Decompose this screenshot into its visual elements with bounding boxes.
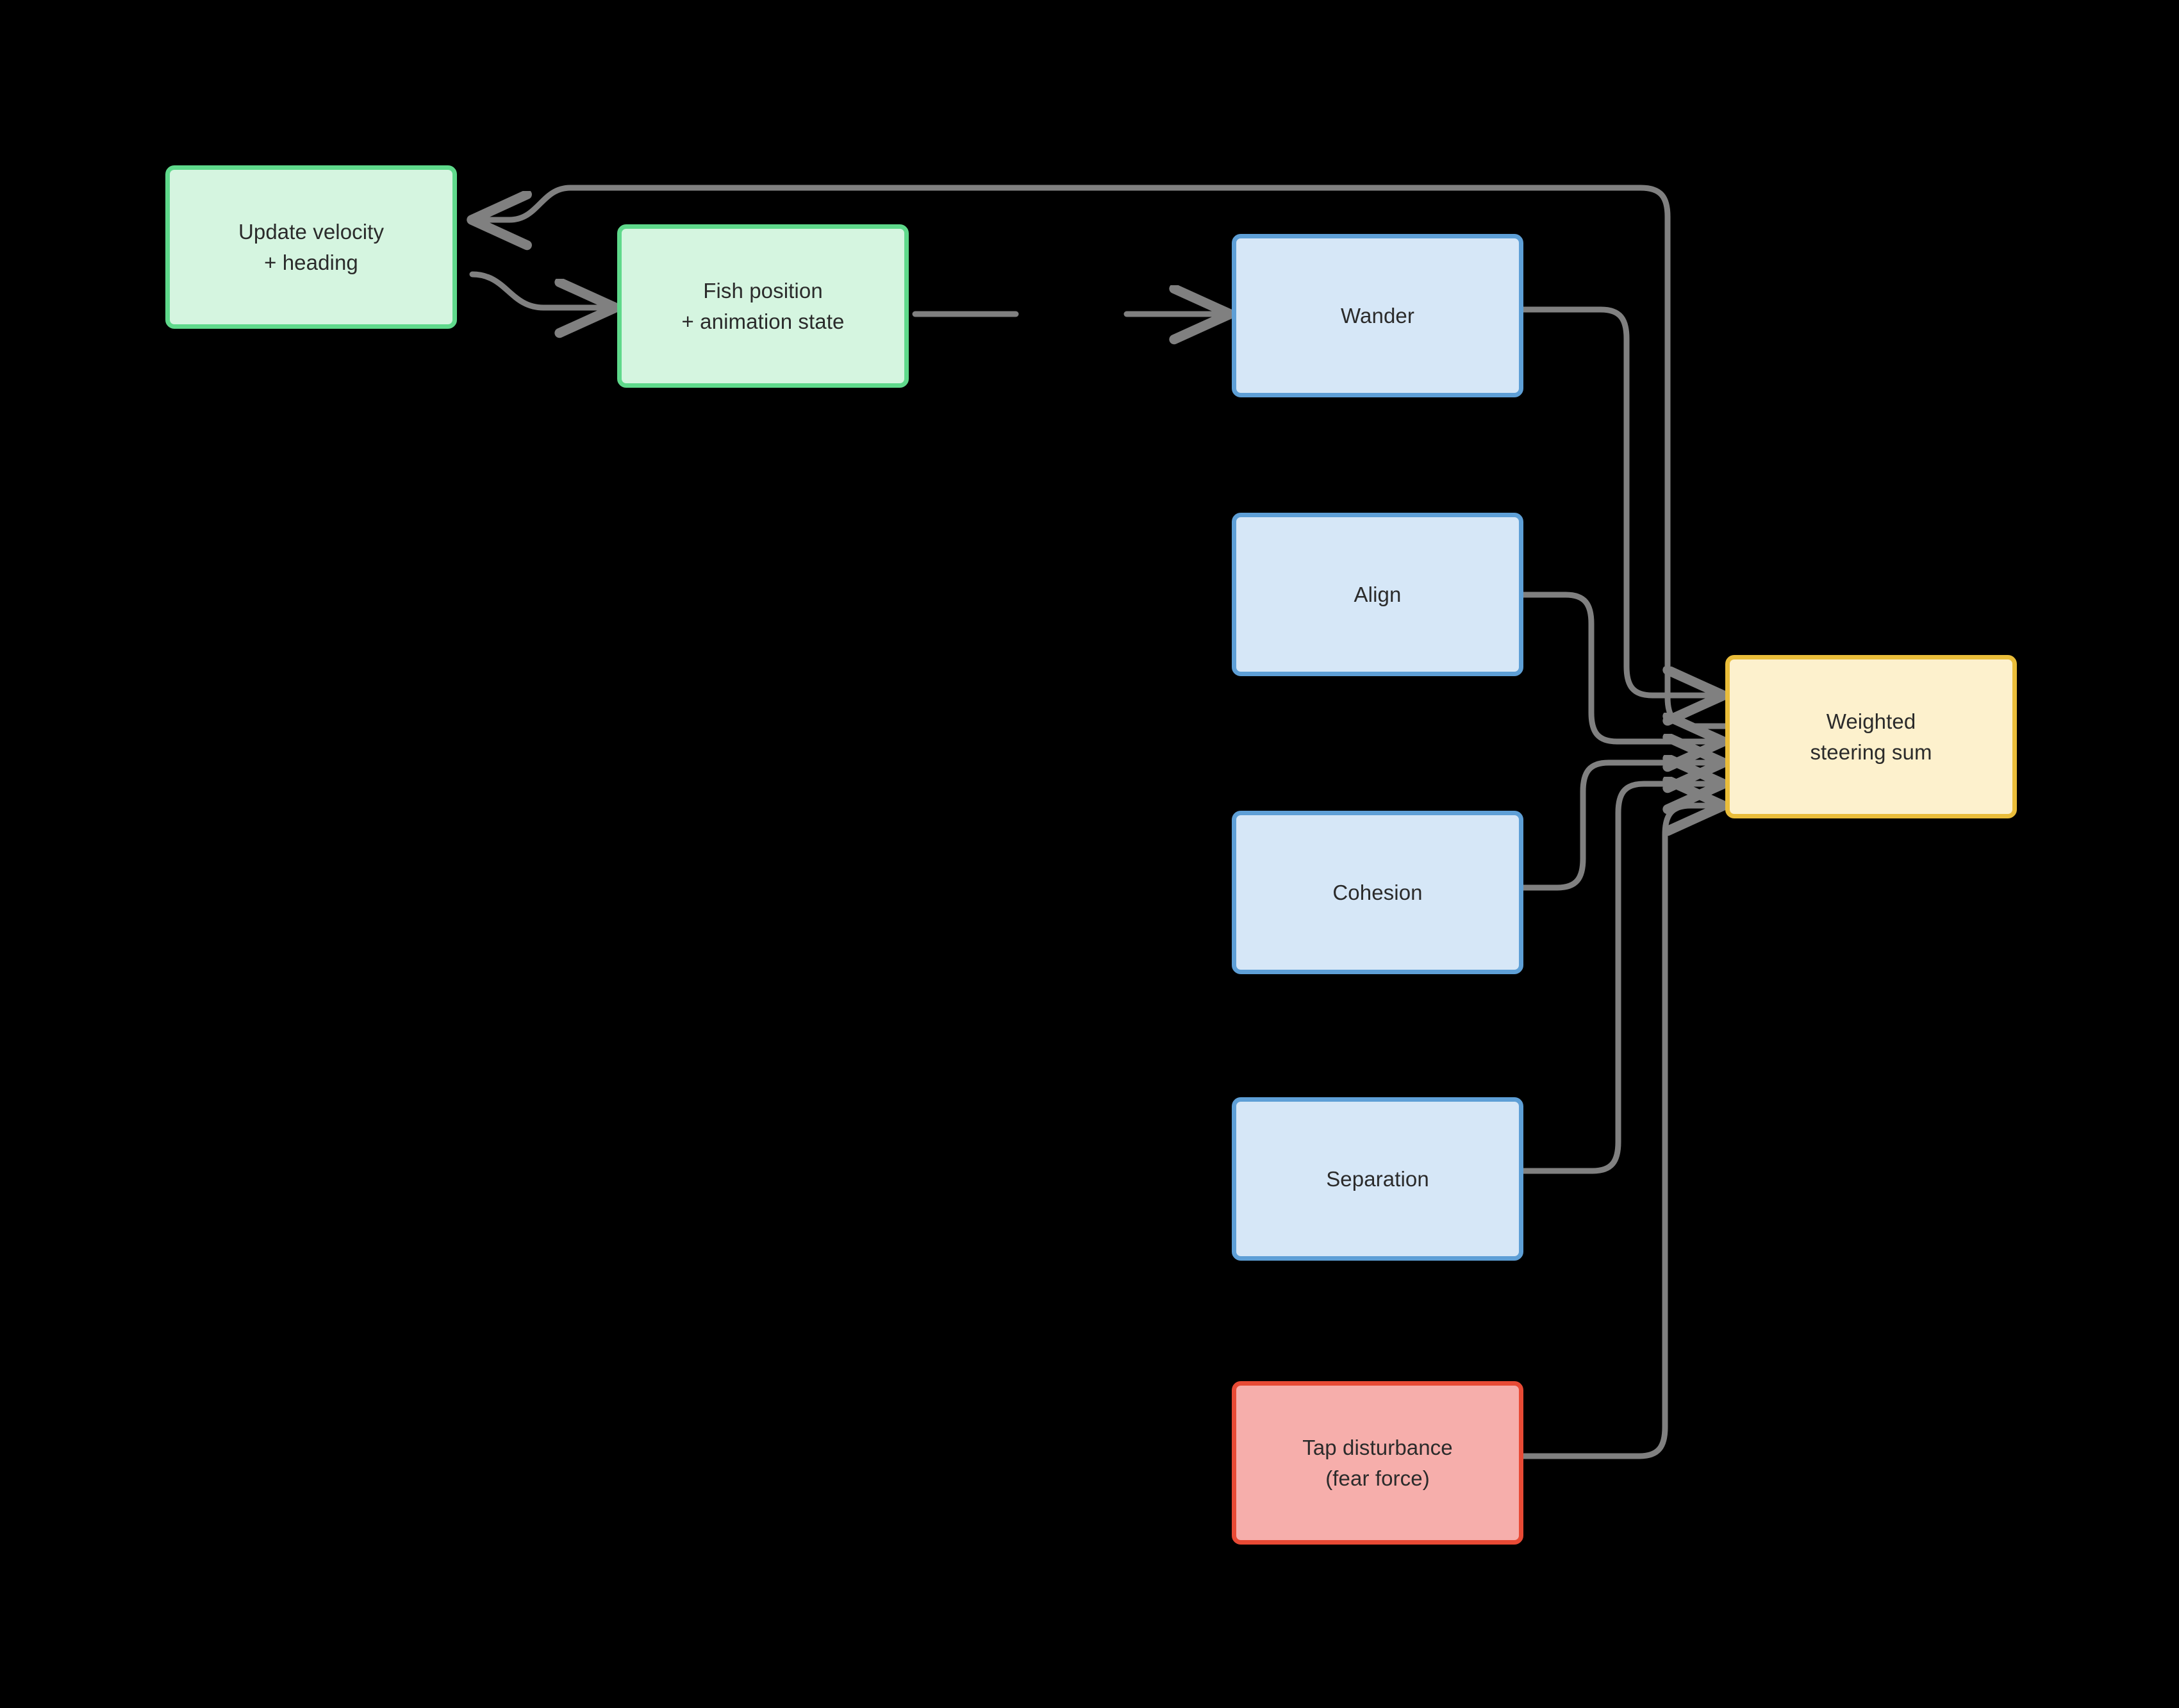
node-tap-disturbance[interactable]: Tap disturbance (fear force) xyxy=(1232,1381,1523,1545)
node-label: Update velocity + heading xyxy=(238,219,385,274)
node-update-velocity[interactable]: Update velocity + heading xyxy=(165,165,457,329)
edge-tap-disturbance-to-weighted-sum xyxy=(1520,806,1725,1459)
edge-wander-to-weighted-sum xyxy=(1520,306,1725,695)
node-align[interactable]: Align xyxy=(1232,513,1523,676)
node-label: Align xyxy=(1354,582,1402,606)
edge-align-to-weighted-sum xyxy=(1520,592,1725,742)
node-weighted-steering-sum[interactable]: Weighted steering sum xyxy=(1725,655,2017,818)
node-label: Separation xyxy=(1326,1166,1429,1191)
node-fish-position[interactable]: Fish position + animation state xyxy=(617,224,909,388)
node-label: Wander xyxy=(1341,303,1414,328)
node-label: Tap disturbance (fear force) xyxy=(1302,1435,1453,1490)
edge-separation-to-weighted-sum xyxy=(1520,784,1725,1174)
node-separation[interactable]: Separation xyxy=(1232,1097,1523,1261)
node-label: Fish position + animation state xyxy=(681,278,845,333)
node-label: Weighted steering sum xyxy=(1810,709,1932,764)
edge-cohesion-to-weighted-sum xyxy=(1520,763,1725,891)
node-cohesion[interactable]: Cohesion xyxy=(1232,811,1523,974)
edge-update-velocity-to-fish-position xyxy=(469,271,617,308)
node-label: Cohesion xyxy=(1332,880,1423,904)
node-wander[interactable]: Wander xyxy=(1232,234,1523,397)
